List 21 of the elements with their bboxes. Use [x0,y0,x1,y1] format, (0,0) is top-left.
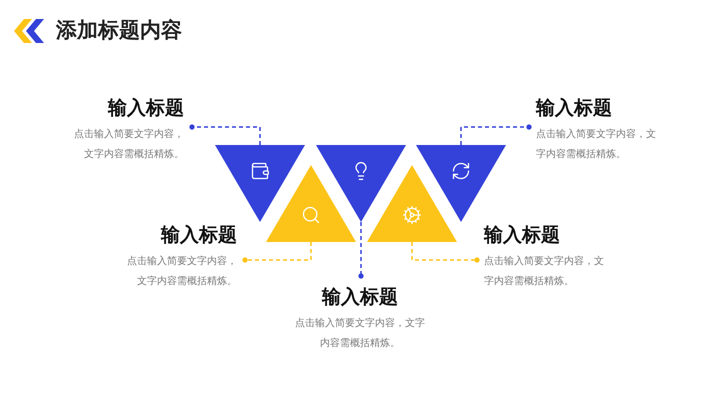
item-heading: 输入标题 [322,285,398,310]
page-title: 添加标题内容 [56,17,182,44]
triangle-shape [215,145,305,222]
item-description: 点击输入简要文字内容，文字内容需概括精炼。 [536,128,657,162]
leader-line [358,222,364,279]
item-heading: 输入标题 [108,96,184,121]
leader-line [411,242,480,263]
item-description: 点击输入简要文字内容，文字内容需概括精炼。 [294,316,426,351]
item-description: 点击输入简要文字内容，文字内容需概括精炼。 [126,254,237,289]
triangle-shape [367,165,457,242]
item-heading: 输入标题 [161,223,237,248]
triangle-shape [266,165,356,242]
item-heading: 输入标题 [484,223,560,248]
leader-line [242,242,312,263]
leader-line [189,124,261,145]
leader-line [460,124,532,145]
item-description: 点击输入简要文字内容，文字内容需概括精炼。 [484,254,605,289]
triangle-shape [416,145,506,222]
triangle-shape [316,145,406,222]
item-heading: 输入标题 [536,96,612,121]
item-description: 点击输入简要文字内容，文字内容需概括精炼。 [73,128,184,162]
